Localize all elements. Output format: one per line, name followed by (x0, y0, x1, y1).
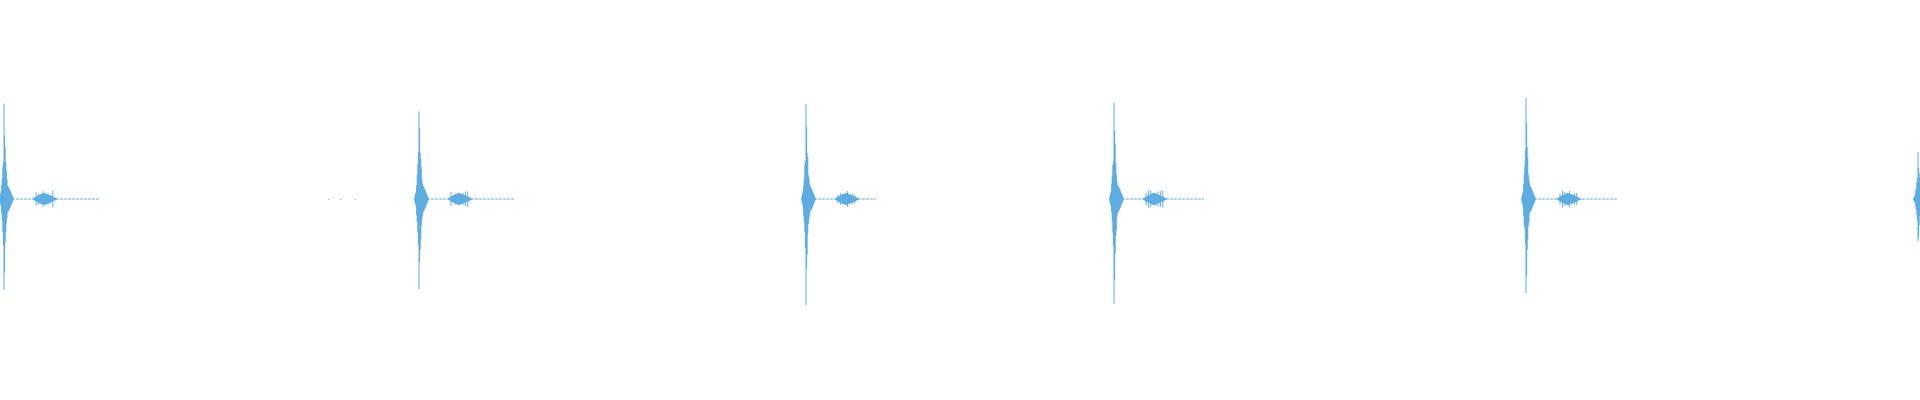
waveform-transient-body (1521, 183, 1536, 215)
waveform-baseline (328, 199, 356, 200)
waveform-transient-body (801, 183, 816, 215)
waveform-noise-dot (340, 199, 341, 200)
waveform-burst (414, 111, 514, 290)
waveform-transient-body (414, 183, 429, 215)
waveform-transient-body (1109, 183, 1124, 215)
waveform-burst (1913, 152, 1920, 242)
waveform-burst (1521, 97, 1618, 293)
waveform-transient-body (0, 184, 14, 214)
waveform-burst (801, 104, 876, 306)
waveform-burst (1109, 102, 1204, 304)
waveform-noise-dot (328, 199, 329, 200)
waveform-noise-dot (355, 199, 356, 200)
waveform-burst (0, 103, 99, 290)
waveform-transient-body (1913, 191, 1920, 207)
